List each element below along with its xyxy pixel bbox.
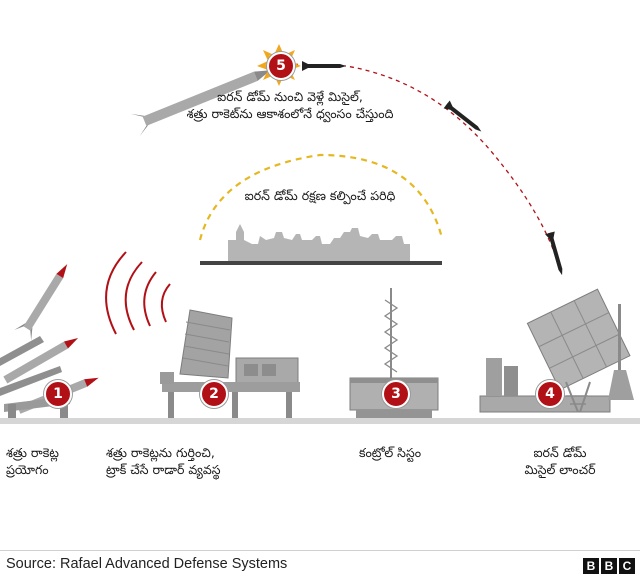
stage-number-badge: 4	[536, 380, 564, 408]
bbc-logo-block: B	[601, 558, 617, 574]
footer-divider	[0, 550, 640, 551]
stage-number-badge: 2	[200, 380, 228, 408]
bbc-logo-block: B	[583, 558, 599, 574]
radar-waves	[105, 251, 171, 335]
interceptor-trajectory	[285, 63, 561, 271]
stage-number-badge: 3	[382, 380, 410, 408]
stage-label-launcher: ఐరన్ డోమ్ మిసైల్ లాంచర్	[524, 445, 596, 477]
radar-unit	[160, 309, 300, 418]
stage-label-enemy-rockets: శత్రు రాకెట్ల ప్రయోగం	[6, 445, 59, 477]
stage-label-control-system: కంట్రోల్ సిస్టం	[358, 445, 422, 460]
enemy-rocket-icon	[130, 70, 271, 137]
protection-range-label: ఐరన్ డోమ్ రక్షణ కల్పించే పరిధి	[244, 188, 396, 203]
interception-label: ఐరన్ డోమ్ నుంచి వెళ్లే మిసైల్, శత్రు రాక…	[130, 88, 450, 122]
stage-number-badge: 5	[267, 52, 295, 80]
interception-label-line: శత్రు రాకెట్‌ను ఆకాశంలోనే ధ్వంసం చేస్తుం…	[186, 106, 394, 121]
bbc-logo: B B C	[583, 558, 635, 574]
protection-range-arc	[198, 153, 444, 241]
interceptor-missile-icon	[302, 61, 346, 71]
stage-number-badge: 1	[44, 380, 72, 408]
interceptor-missile-icon	[443, 100, 482, 132]
source-credit: Source: Rafael Advanced Defense Systems	[6, 556, 288, 572]
bbc-logo-block: C	[619, 558, 635, 574]
stage-label-radar: శత్రు రాకెట్లను గుర్తించి, ట్రాక్ చేసే ర…	[106, 445, 221, 477]
interceptor-missile-icon	[545, 231, 563, 276]
city-skyline	[200, 224, 442, 265]
ground-line	[0, 418, 640, 424]
interception-label-line: ఐరన్ డోమ్ నుంచి వెళ్లే మిసైల్,	[217, 89, 363, 104]
